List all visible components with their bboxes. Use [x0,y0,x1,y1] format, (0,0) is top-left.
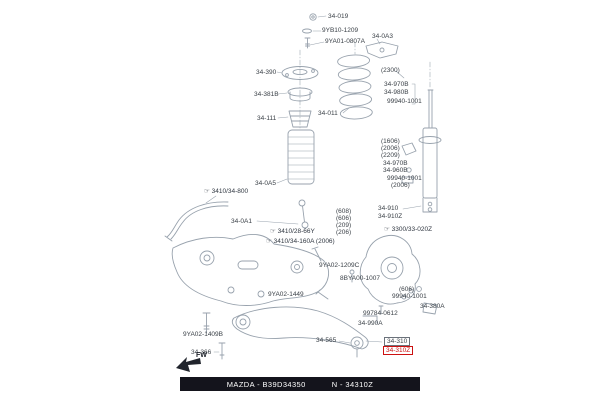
part-label: 34-0A3 [372,33,393,40]
part-label: 34-910 [378,205,399,212]
part-label: (209) [336,222,352,229]
part-label: 34-011 [318,110,338,117]
part-label: 34-980B [384,89,409,96]
part-label: 34-366 [191,349,212,356]
footer-part-number: N - 34310Z [331,379,374,389]
part-label: 99784-0612 [363,310,398,317]
part-ref-label[interactable]: ☞ 3410/28-66Y [270,228,315,235]
part-label: 99940-1001 [392,293,427,300]
part-label: 34-0A1 [231,218,252,225]
part-label: (2006) [391,182,410,189]
part-label: 34-970B [384,81,409,88]
part-label: (206) [336,229,352,236]
stabilizer-link-art [256,199,309,229]
bump-stopper-art [277,87,313,102]
part-label: (606) [399,286,415,293]
part-ref-label[interactable]: ☞ 3300/33-020Z [384,226,433,233]
part-label[interactable]: 34-310 [384,337,411,347]
dust-boot-art [276,129,315,185]
part-label: (606) [336,215,352,222]
part-label: 34-970B [383,160,408,167]
bolt-art-2 [202,312,226,360]
bracket-art [365,38,399,59]
part-label: 9YA01-0807A [325,38,365,45]
part-label: 99940-1001 [387,98,422,105]
part-label-selected[interactable]: 34-310Z [383,346,414,356]
shock-absorber-art [402,89,442,213]
part-label: 8BYA00-1007 [340,275,380,282]
part-label: 34-565 [316,337,337,344]
footer-bar: MAZDA - B39D34350 N - 34310Z [180,377,420,391]
part-label: 34-019 [328,13,349,20]
footer-catalog-code: MAZDA - B39D34350 [226,379,306,389]
part-label: 9YA02-1409B [183,331,223,338]
fw-label: FW [196,352,207,359]
part-label: 99940-1001 [387,175,422,182]
part-label: (2300) [381,67,400,74]
part-label: 9YA02-1449 [268,291,304,298]
fw-arrow-icon [176,357,201,372]
stabilizer-bar-art [164,195,229,242]
part-label: 9YA02-1209C [319,262,360,269]
part-label: 34-380A [420,303,445,310]
strut-mount-art [276,66,416,105]
part-label: 34-990A [358,320,383,327]
part-label: (608) [336,208,352,215]
part-label: (2006) [381,145,400,152]
part-label: (1606) [381,138,400,145]
part-label: 9YB10-1209 [322,27,359,34]
part-label: 34-390 [256,69,277,76]
boot-cone-art [277,110,312,128]
part-ref-label[interactable]: ☞ 3410/34-800 [204,188,249,195]
lower-arm-art [231,306,383,358]
part-ref-label[interactable]: ☞ 3410/34-160A (2006) [266,238,335,245]
knuckle-art [359,234,438,324]
part-label: 34-381B [254,91,279,98]
top-nut-washer-art [302,13,327,49]
coil-spring-art [337,54,373,120]
part-label: (2209) [381,152,400,159]
part-label: 34-960B [383,167,408,174]
part-label: 34-0A5 [255,180,276,187]
bolt-art [311,246,355,300]
hardware-group-art [401,142,417,184]
part-label: 34-910Z [378,213,403,220]
part-label: 34-111 [257,115,277,122]
